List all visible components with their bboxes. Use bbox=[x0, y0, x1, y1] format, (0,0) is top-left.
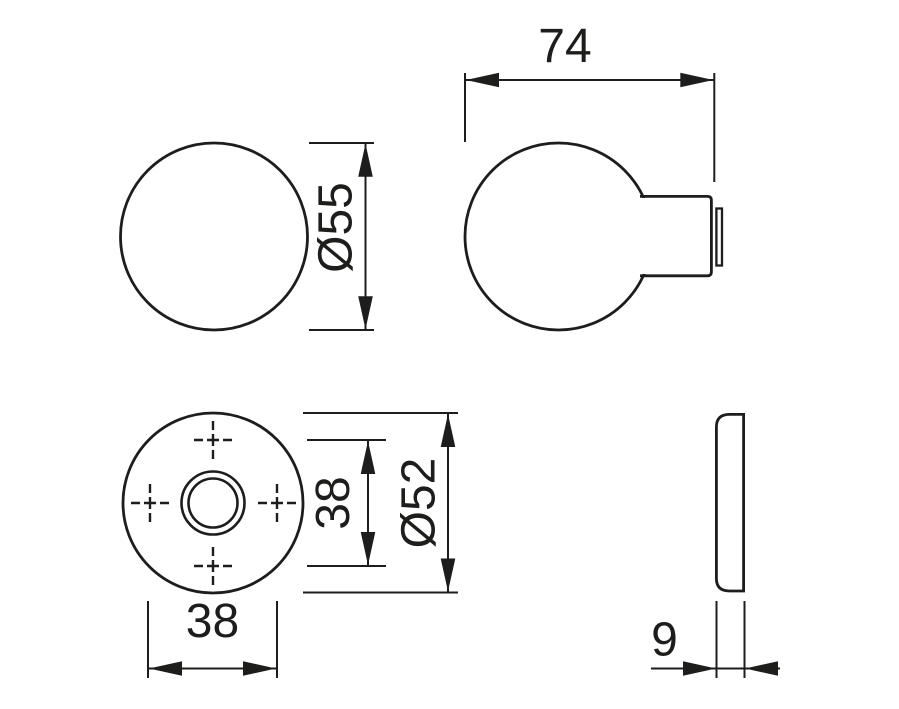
rosette-hole-outer-ring bbox=[180, 470, 246, 536]
knob-front-view bbox=[119, 141, 309, 332]
arrowhead-left-icon bbox=[466, 72, 499, 88]
rosette-side-outline bbox=[715, 413, 745, 593]
dim-label-knob-length: 74 bbox=[538, 20, 591, 73]
dim-rosette-diameter: Ø52 bbox=[303, 412, 458, 594]
dim-screw-circle-horizontal: 38 bbox=[147, 595, 278, 678]
arrowhead-inward-right-icon bbox=[683, 661, 716, 676]
arrowhead-down-icon bbox=[440, 558, 456, 592]
knob-neck-outline bbox=[640, 195, 713, 278]
rosette-front-view bbox=[121, 411, 305, 595]
dim-label-screw-circle-vertical: 38 bbox=[307, 476, 360, 529]
dim-label-rosette-diameter: Ø52 bbox=[392, 458, 445, 549]
screw-center-mark-top-icon bbox=[194, 421, 232, 459]
arrowhead-up-icon bbox=[440, 414, 456, 447]
dim-label-knob-diameter: Ø55 bbox=[309, 182, 362, 273]
arrowhead-down-icon bbox=[360, 532, 376, 565]
screw-center-mark-left-icon bbox=[131, 484, 169, 522]
neck-mask bbox=[628, 198, 710, 274]
arrowhead-left-icon bbox=[149, 661, 182, 676]
arrowhead-down-icon bbox=[358, 296, 373, 330]
dim-label-rosette-thickness: 9 bbox=[651, 613, 678, 666]
dim-label-screw-circle-horizontal: 38 bbox=[186, 595, 239, 648]
rosette-side-view bbox=[715, 413, 745, 593]
rosette-outline-circle bbox=[121, 411, 305, 595]
rosette-hole-inner-ring bbox=[187, 477, 239, 529]
arrowhead-inward-left-icon bbox=[745, 661, 778, 676]
arrowhead-right-icon bbox=[680, 72, 714, 88]
screw-center-mark-right-icon bbox=[258, 484, 296, 522]
dim-rosette-thickness: 9 bbox=[651, 601, 780, 678]
dim-screw-circle-vertical: 38 bbox=[307, 439, 386, 567]
arrowhead-up-icon bbox=[360, 441, 376, 474]
screw-center-mark-bottom-icon bbox=[194, 547, 232, 585]
knob-ball-outline-circle bbox=[463, 141, 654, 332]
arrowhead-up-icon bbox=[358, 143, 373, 177]
arrowhead-right-icon bbox=[243, 661, 276, 676]
knob-stem-plate bbox=[715, 207, 724, 267]
knob-side-view bbox=[463, 141, 724, 332]
knob-front-outline-circle bbox=[119, 141, 309, 332]
dim-knob-length: 74 bbox=[464, 20, 716, 182]
dim-knob-diameter: Ø55 bbox=[309, 142, 374, 331]
